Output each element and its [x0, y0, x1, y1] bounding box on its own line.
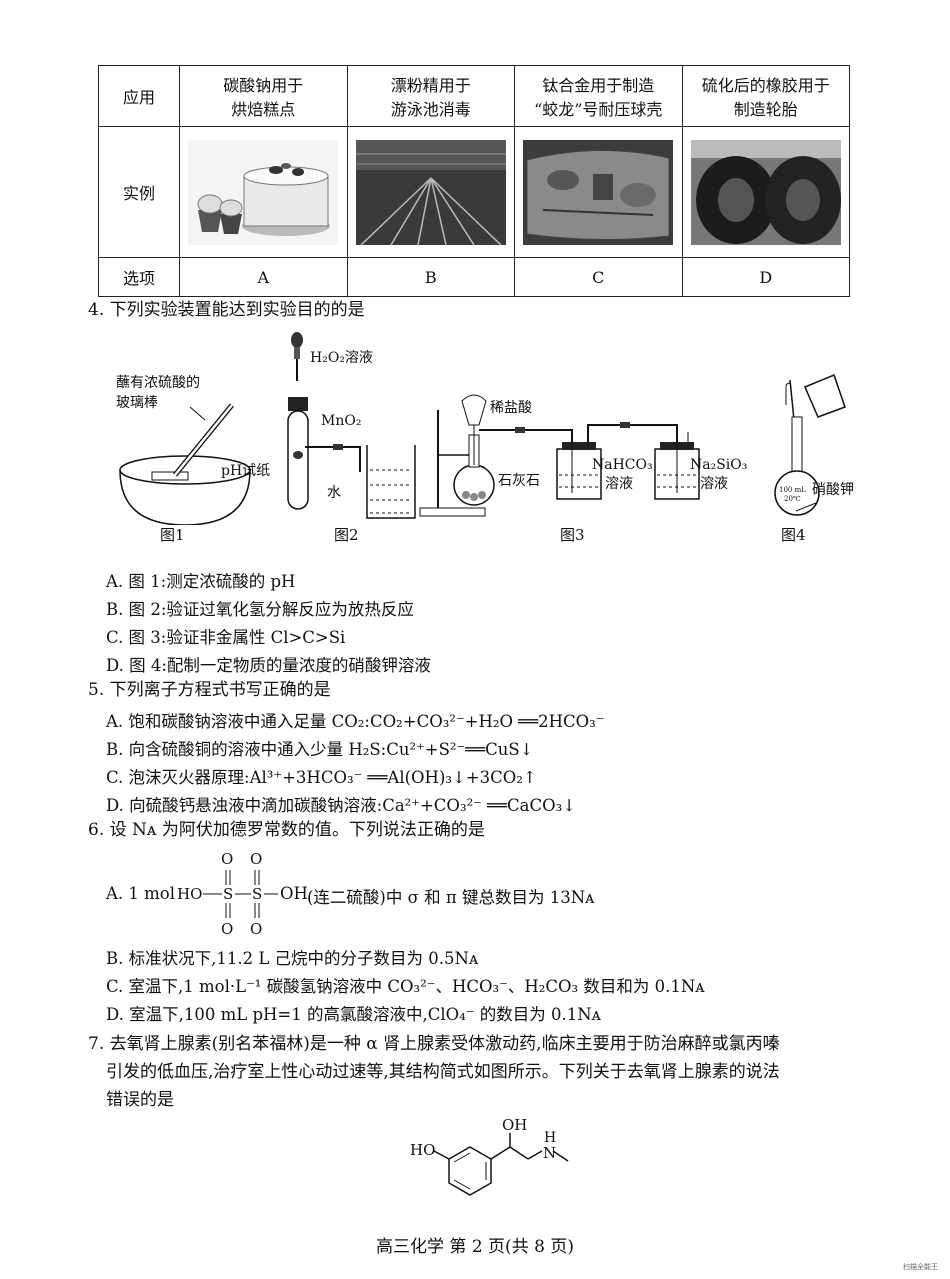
fig1-drawing — [119, 403, 251, 525]
fig3-label-bottle2-a: Na₂SiO₃ — [690, 457, 748, 473]
struct-h-label: H — [544, 1130, 557, 1146]
fig3-label-bottle1-b: 溶液 — [605, 476, 633, 492]
phenylephrine-structure — [433, 1133, 569, 1196]
q4-option-b: B. 图 2:验证过氧化氢分解反应为放热反应 — [106, 600, 414, 619]
q5-option-b: B. 向含硫酸铜的溶液中通入少量 H₂S:Cu²⁺+S²⁻══CuS↓ — [106, 740, 534, 759]
option-c-cell: C — [514, 257, 683, 297]
fig2-label-water: 水 — [327, 485, 341, 501]
tire-photo — [690, 139, 841, 245]
fig1-label-rod-line2: 玻璃棒 — [116, 395, 158, 411]
q6-struct-ho: HO — [177, 885, 203, 903]
q6-struct-s2: S — [252, 885, 263, 903]
cake-photo — [188, 139, 339, 245]
struct-ho-label: HO — [410, 1141, 436, 1159]
q6-option-a-prefix: A. 1 mol — [106, 884, 176, 903]
q7-stem-line1: 7. 去氧肾上腺素(别名苯福林)是一种 α 肾上腺素受体激动药,临床主要用于防治… — [88, 1034, 780, 1054]
fig1-label-rod-line1: 蘸有浓硫酸的 — [116, 375, 200, 391]
fig4-drawing — [774, 374, 846, 516]
q6-struct-s1: S — [223, 885, 234, 903]
q5-option-d: D. 向硫酸钙悬浊液中滴加碳酸钠溶液:Ca²⁺+CO₃²⁻ ══CaCO₃↓ — [106, 796, 577, 815]
fig2-label-catalyst: MnO₂ — [321, 413, 362, 429]
fig3-label-acid: 稀盐酸 — [490, 400, 532, 416]
submersible-hull-photo — [523, 139, 674, 245]
q6-struct-oh: OH — [280, 884, 308, 903]
fig1-label-paper: pH试纸 — [221, 463, 271, 479]
q6-struct-o-bot2: O — [250, 920, 263, 938]
struct-n-label: N — [543, 1144, 557, 1162]
q5-option-c: C. 泡沫灭火器原理:Al³⁺+3HCO₃⁻ ══Al(OH)₃↓+3CO₂↑ — [106, 768, 537, 787]
q4-option-c: C. 图 3:验证非金属性 Cl>C>Si — [106, 628, 346, 647]
q6-stem: 6. 设 Nᴀ 为阿伏加德罗常数的值。下列说法正确的是 — [88, 820, 485, 840]
scanner-watermark: 扫描全能王 — [903, 1263, 938, 1271]
row-header-option: 选项 — [98, 257, 180, 297]
q6-option-b: B. 标准状况下,11.2 L 己烷中的分子数目为 0.5Nᴀ — [106, 949, 479, 968]
fig4-caption: 图4 — [781, 526, 806, 544]
fig1-caption: 图1 — [160, 526, 185, 544]
fig4-flask-temp: 20℃ — [784, 495, 801, 503]
q6-struct-o-top1: O — [221, 850, 234, 868]
application-d: 硫化后的橡胶用于制造轮胎 — [681, 65, 850, 127]
fig3-label-bottle1-a: NaHCO₃ — [592, 457, 653, 473]
q5-option-a: A. 饱和碳酸钠溶液中通入足量 CO₂:CO₂+CO₃²⁻+H₂O ══2HCO… — [106, 712, 605, 731]
application-c: 钛合金用于制造“蛟龙”号耐压球壳 — [514, 65, 683, 127]
fig3-caption: 图3 — [560, 526, 585, 544]
application-table: 应用 碳酸钠用于烘焙糕点 漂粉精用于游泳池消毒 钛合金用于制造“蛟龙”号耐压球壳… — [98, 65, 850, 297]
struct-oh-label: OH — [502, 1116, 528, 1134]
row-header-application: 应用 — [98, 65, 180, 127]
q4-option-d: D. 图 4:配制一定物质的量浓度的硝酸钾溶液 — [106, 656, 431, 675]
q7-stem-line3: 错误的是 — [106, 1090, 174, 1110]
q6-option-a-suffix: (连二硫酸)中 σ 和 π 键总数目为 13Nᴀ — [307, 888, 595, 907]
q4-option-a: A. 图 1:测定浓硫酸的 pH — [106, 572, 296, 591]
fig4-label-salt: 硝酸钾 — [812, 482, 854, 498]
q5-stem: 5. 下列离子方程式书写正确的是 — [88, 680, 331, 700]
application-b: 漂粉精用于游泳池消毒 — [346, 65, 515, 127]
fig3-label-stone: 石灰石 — [498, 473, 540, 489]
option-a-cell: A — [179, 257, 348, 297]
row-header-example: 实例 — [98, 126, 180, 258]
application-a: 碳酸钠用于烘焙糕点 — [179, 65, 348, 127]
q4-apparatus-figures — [119, 332, 846, 525]
q6-option-d: D. 室温下,100 mL pH=1 的高氯酸溶液中,ClO₄⁻ 的数目为 0.… — [106, 1005, 601, 1024]
q6-struct-o-top2: O — [250, 850, 263, 868]
fig2-caption: 图2 — [334, 526, 359, 544]
page-footer: 高三化学 第 2 页(共 8 页) — [376, 1237, 574, 1257]
swimming-pool-photo — [355, 139, 506, 245]
fig2-label-reagent: H₂O₂溶液 — [310, 350, 373, 366]
option-d-cell: D — [681, 257, 850, 297]
q6-option-c: C. 室温下,1 mol·L⁻¹ 碳酸氢钠溶液中 CO₃²⁻、HCO₃⁻、H₂C… — [106, 977, 705, 996]
fig3-drawing — [419, 394, 700, 517]
q7-stem-line2: 引发的低血压,治疗室上性心动过速等,其结构简式如图所示。下列关于去氧肾上腺素的说… — [106, 1062, 780, 1082]
fig3-label-bottle2-b: 溶液 — [700, 476, 728, 492]
q6-struct-o-bot1: O — [221, 920, 234, 938]
option-b-cell: B — [346, 257, 515, 297]
q6-struct-bonds — [203, 870, 278, 918]
fig4-flask-volume: 100 mL — [779, 486, 806, 494]
q4-stem: 4. 下列实验装置能达到实验目的的是 — [88, 300, 365, 320]
fig2-drawing — [287, 332, 416, 519]
